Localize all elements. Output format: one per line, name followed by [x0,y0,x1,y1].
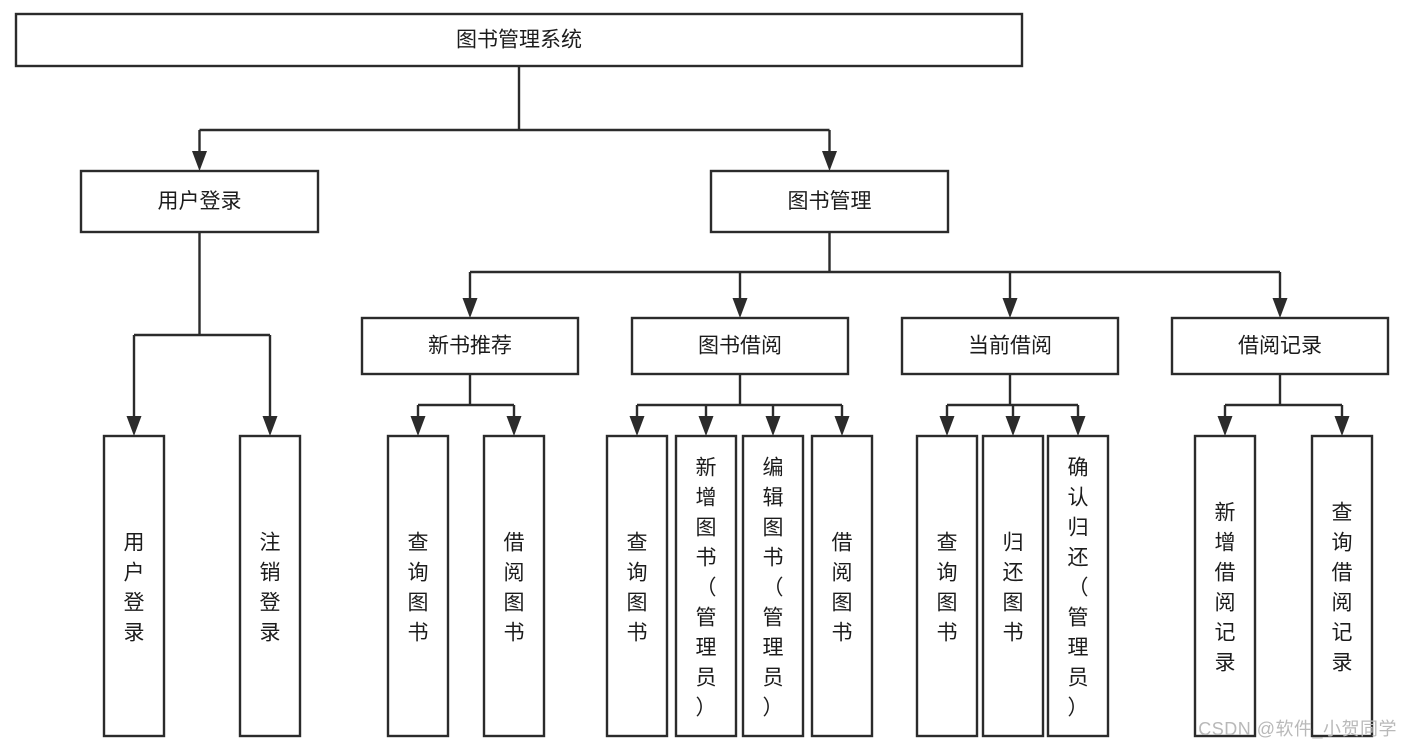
connector-group [192,66,837,171]
node-l2_1[interactable]: 用户登录 [79,169,320,234]
node-leaf_5[interactable]: 查询图书 [605,434,669,738]
node-box[interactable] [102,434,166,738]
connector-group [126,232,278,436]
node-l3_3[interactable]: 当前借阅 [900,316,1120,376]
node-leaf_9[interactable]: 查询图书 [915,434,979,738]
node-box[interactable] [1170,316,1390,376]
node-box[interactable] [709,169,950,234]
node-label: 编辑图书（管理员） [763,456,784,719]
node-label: 新增图书（管理员） [696,456,717,719]
arrow-head-icon [1005,416,1021,436]
node-label: 确认归还（管理员） [1068,456,1089,719]
node-leaf_4[interactable]: 借阅图书 [482,434,546,738]
node-label: 借阅图书 [832,531,853,644]
connector-group [939,374,1086,436]
node-box[interactable] [1310,434,1374,738]
connector-group [1217,374,1350,436]
node-leaf_1[interactable]: 用户登录 [102,434,166,738]
arrow-head-icon [506,416,522,436]
node-label: 查询图书 [408,531,429,644]
node-box[interactable] [79,169,320,234]
node-box[interactable] [900,316,1120,376]
arrow-head-icon [822,151,837,171]
arrow-head-icon [262,416,278,436]
arrow-head-icon [410,416,426,436]
node-box[interactable] [482,434,546,738]
arrow-head-icon [192,151,207,171]
node-box[interactable] [238,434,302,738]
node-box[interactable] [741,434,805,738]
node-leaf_2[interactable]: 注销登录 [238,434,302,738]
arrow-head-icon [698,416,714,436]
node-box[interactable] [810,434,874,738]
watermark-text: CSDN @软件_小贺同学 [1198,719,1397,739]
arrow-head-icon [834,416,850,436]
arrow-head-icon [1002,298,1018,318]
node-leaf_11[interactable]: 确认归还（管理员） [1046,434,1110,738]
node-label: 查询图书 [937,531,958,644]
node-box[interactable] [981,434,1045,738]
node-leaf_10[interactable]: 归还图书 [981,434,1045,738]
node-leaf_3[interactable]: 查询图书 [386,434,450,738]
node-root[interactable]: 图书管理系统 [14,12,1024,68]
node-label: 注销登录 [260,531,281,644]
arrow-head-icon [939,416,955,436]
node-leaf_7[interactable]: 编辑图书（管理员） [741,434,805,738]
node-label: 用户登录 [124,531,145,644]
arrow-head-icon [1070,416,1086,436]
node-box[interactable] [630,316,850,376]
node-label: 图书借阅 [698,335,782,358]
node-box[interactable] [360,316,580,376]
node-l2_2[interactable]: 图书管理 [709,169,950,234]
node-l3_2[interactable]: 图书借阅 [630,316,850,376]
node-layer: 图书管理系统用户登录图书管理新书推荐图书借阅当前借阅借阅记录用户登录注销登录查询… [14,12,1390,738]
node-label: 用户登录 [158,190,242,213]
node-label: 查询图书 [627,531,648,644]
connector-group [462,232,1288,318]
node-leaf_6[interactable]: 新增图书（管理员） [674,434,738,738]
connector-group [629,374,850,436]
node-label: 当前借阅 [968,335,1052,358]
node-l3_1[interactable]: 新书推荐 [360,316,580,376]
node-leaf_12[interactable]: 新增借阅记录 [1193,434,1257,738]
arrow-head-icon [732,298,748,318]
node-label: 查询借阅记录 [1332,501,1353,674]
node-label: 借阅记录 [1238,335,1322,358]
node-box[interactable] [386,434,450,738]
node-label: 新增借阅记录 [1215,501,1236,674]
node-box[interactable] [674,434,738,738]
node-l3_4[interactable]: 借阅记录 [1170,316,1390,376]
arrow-head-icon [629,416,645,436]
node-label: 归还图书 [1003,531,1024,644]
node-box[interactable] [1046,434,1110,738]
connector-group [410,374,522,436]
node-box[interactable] [1193,434,1257,738]
node-box[interactable] [915,434,979,738]
arrow-head-icon [462,298,478,318]
node-label: 借阅图书 [504,531,525,644]
arrow-head-icon [1334,416,1350,436]
node-label: 新书推荐 [428,335,512,358]
node-label: 图书管理 [788,190,872,213]
node-label: 图书管理系统 [456,29,582,52]
node-box[interactable] [14,12,1024,68]
connector-layer [126,66,1350,436]
arrow-head-icon [765,416,781,436]
arrow-head-icon [1217,416,1233,436]
node-box[interactable] [605,434,669,738]
arrow-head-icon [1272,298,1288,318]
arrow-head-icon [126,416,142,436]
node-leaf_8[interactable]: 借阅图书 [810,434,874,738]
node-leaf_13[interactable]: 查询借阅记录 [1310,434,1374,738]
